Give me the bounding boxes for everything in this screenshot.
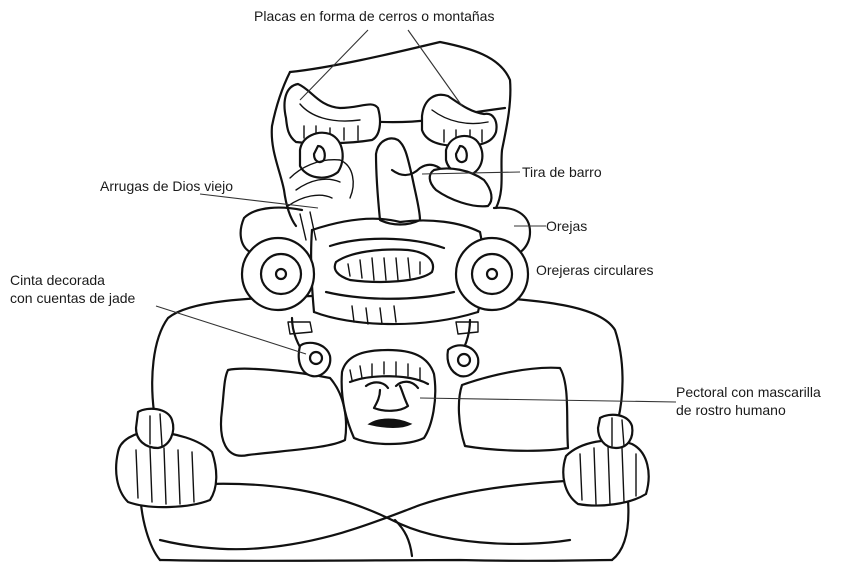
right-earplug [456,238,528,310]
left-hand [116,409,216,507]
label-orejas: Orejas [546,218,587,235]
label-orejeras: Orejeras circulares [536,262,653,279]
label-cinta-1: Cinta decorada [10,272,105,289]
label-placas: Placas en forma de cerros o montañas [254,8,494,25]
right-hand [563,415,648,506]
left-earplug [242,238,314,310]
pectoral-mask [342,350,436,444]
label-pectoral-1: Pectoral con mascarilla [676,384,821,401]
label-pectoral-2: de rostro humano [676,402,786,419]
label-tira: Tira de barro [522,164,602,181]
leader-lines [156,30,676,402]
label-cinta-2: con cuentas de jade [10,290,135,307]
label-arrugas: Arrugas de Dios viejo [100,178,233,195]
